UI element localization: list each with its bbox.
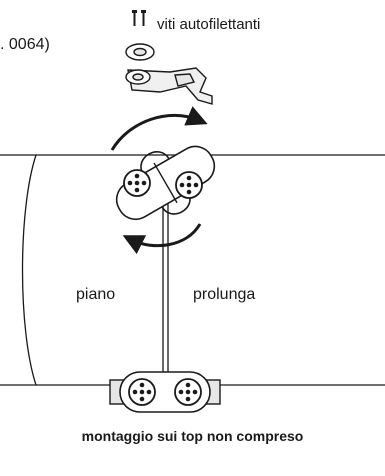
screws-label: viti autofilettanti: [157, 16, 261, 33]
rotate-arrow-clockwise-icon: [110, 106, 208, 151]
lower-clamp-bracket-icon: [109, 371, 221, 413]
clamp-bracket-icon: [115, 145, 216, 221]
panel-right-label: prolunga: [193, 286, 256, 303]
code-fragment-text: . 0064): [0, 36, 50, 53]
caption: montaggio sui top non compreso: [81, 428, 304, 444]
small-bracket-icon: [125, 43, 213, 105]
screw-hole-right: [175, 171, 203, 199]
panel-left-label: piano: [76, 286, 116, 303]
rotate-arrow-counterclockwise-icon: [122, 223, 202, 255]
screw-pair-icon: [132, 10, 146, 26]
screw-hole-left: [123, 169, 151, 197]
